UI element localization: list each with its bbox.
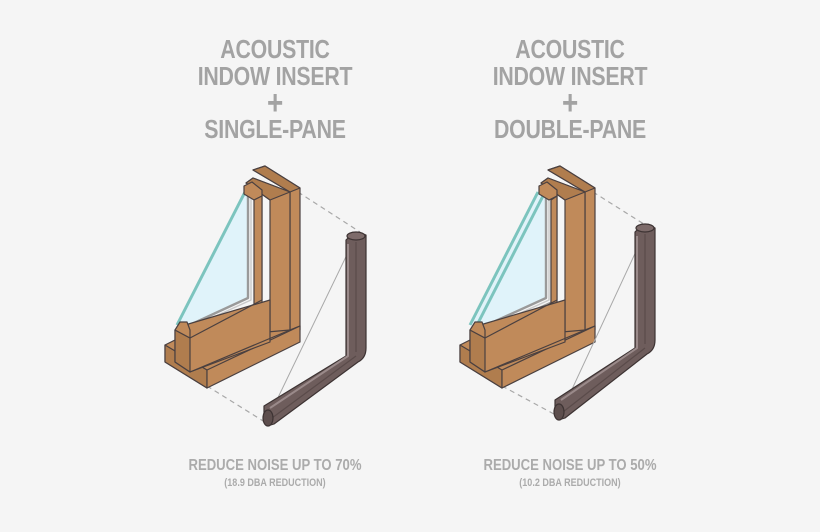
caption-main: REDUCE NOISE UP TO 70% [188,457,362,474]
dashed-guide-bottom [206,385,269,425]
caption-sub: (18.9 DBA REDUCTION) [224,477,326,489]
glass-edge [175,191,247,326]
glass-edge-inner [474,193,546,328]
title-line-3: SINGLE-PANE [204,114,346,144]
glass-stop-bottom [174,321,191,339]
dashed-guide-bottom [501,385,566,421]
acoustic-insert [262,231,367,427]
plus-sign: + [266,84,284,122]
acoustic-insert [553,223,656,421]
panel-title: ACOUSTIC INDOW INSERT + DOUBLE-PANE [447,36,693,143]
title-line-1: ACOUSTIC [220,34,330,64]
glass-pane [177,192,248,328]
dashed-guide-top [297,191,361,233]
glass-edge-outer [468,191,540,326]
noise-reduction-caption: REDUCE NOISE UP TO 70% (18.9 DBA REDUCTI… [152,456,398,490]
double-pane-panel: ACOUSTIC INDOW INSERT + DOUBLE-PANE [420,0,720,532]
glass-stop-bottom [469,321,486,339]
single-pane-window-illustration [164,165,367,427]
panel-title: ACOUSTIC INDOW INSERT + SINGLE-PANE [152,36,398,143]
insert-glass-edge [271,237,356,411]
single-pane-panel: ACOUSTIC INDOW INSERT + SINGLE-PANE [125,0,425,532]
caption-main: REDUCE NOISE UP TO 50% [483,457,657,474]
title-line-3: DOUBLE-PANE [493,114,647,144]
double-pane-window-illustration [459,165,656,421]
plus-sign: + [561,84,579,122]
insert-glass-edge [566,231,646,401]
title-line-1: ACOUSTIC [515,34,625,64]
noise-reduction-caption: REDUCE NOISE UP TO 50% (10.2 DBA REDUCTI… [447,456,693,490]
title-line-2: INDOW INSERT [492,61,648,91]
caption-sub: (10.2 DBA REDUCTION) [519,477,621,489]
title-line-2: INDOW INSERT [197,61,353,91]
dashed-guide-top [592,191,648,227]
